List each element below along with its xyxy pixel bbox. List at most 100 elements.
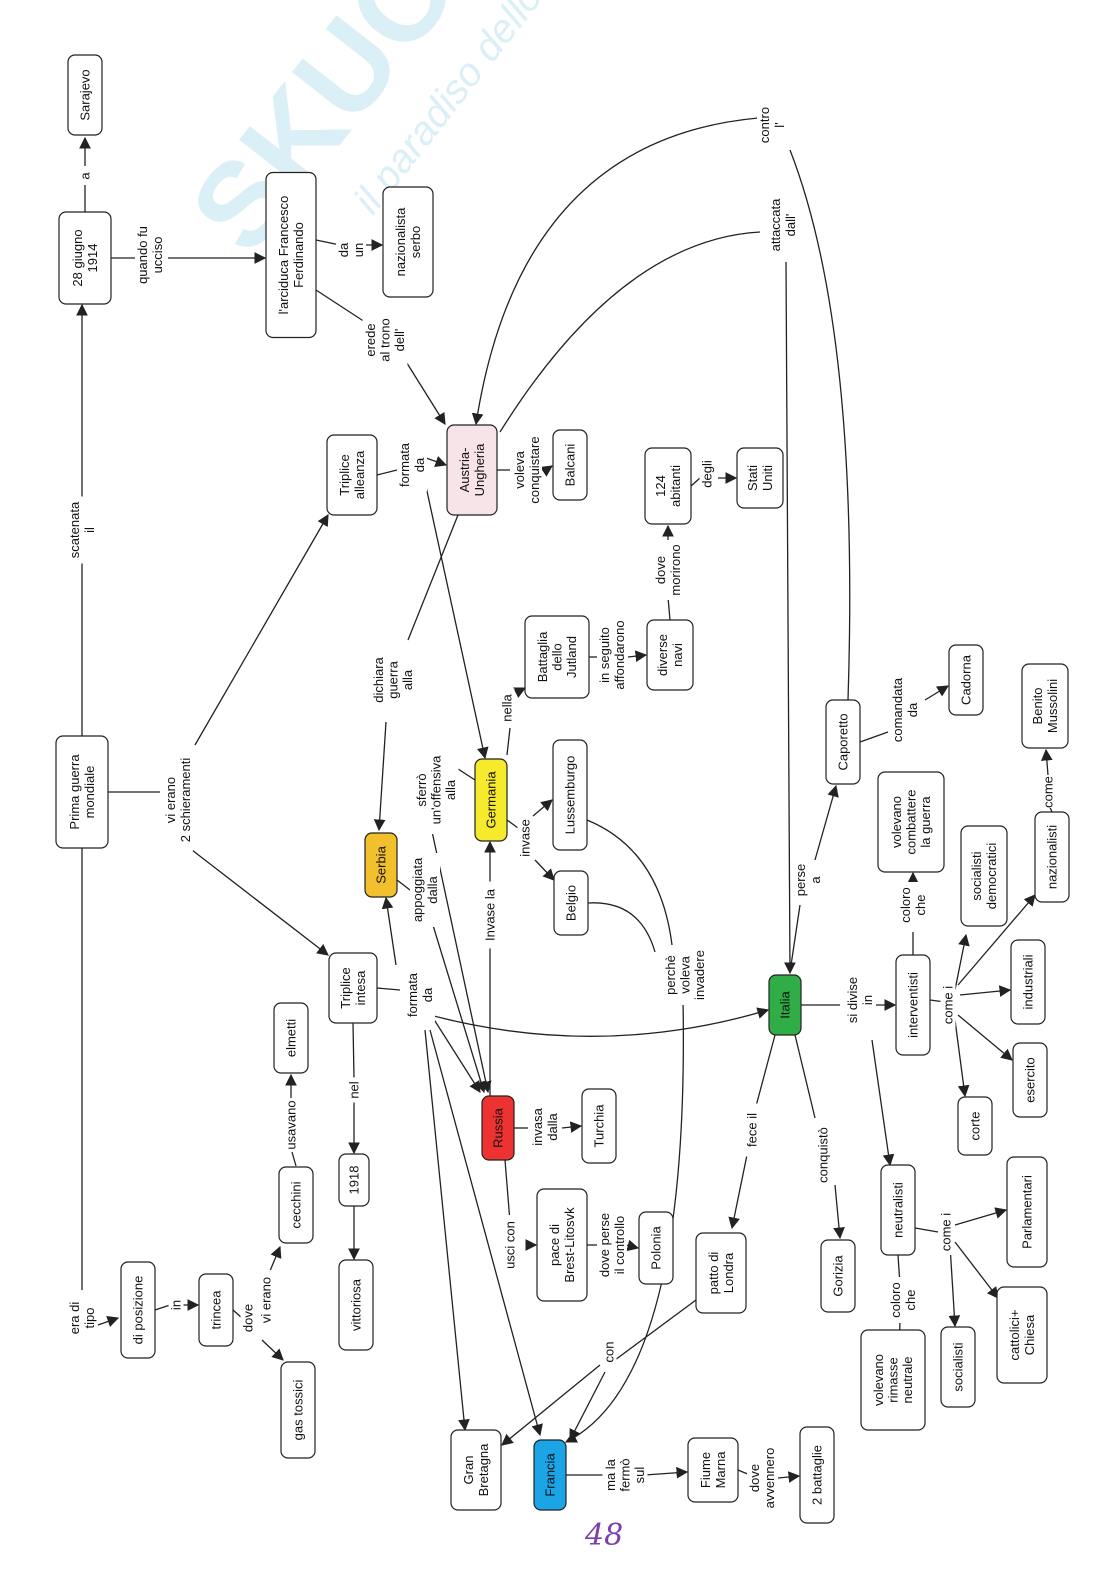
node-box [338,1259,374,1351]
connector-arrow [777,1471,801,1483]
concept-node-cadorna[interactable]: Cadorna [948,644,984,716]
concept-node-di-posizione[interactable]: di posizione [120,1261,156,1359]
concept-node-russia[interactable]: Russia [481,1095,515,1161]
concept-node-serbia[interactable]: Serbia [364,832,398,898]
text-line: conquistare [527,436,542,503]
link-label: conquistò [815,1121,831,1189]
text-line: fermò [618,1458,633,1491]
link-label: con [601,1339,617,1365]
concept-node-italia[interactable]: Italia [768,974,802,1036]
connector-arrow [194,513,329,746]
text-line: invase [518,819,533,857]
text-line: a [78,172,93,180]
concept-node-vittoriosa[interactable]: vittoriosa [338,1259,374,1351]
text-line: dove [747,1464,762,1492]
concept-node-turchia[interactable]: Turchia [581,1088,617,1164]
concept-node-cattolici[interactable]: cattolici+Chiesa [996,1286,1048,1384]
text-line: socialisti [951,1342,966,1391]
connector-arrow [948,1244,961,1328]
connector-arrow [587,902,656,953]
connector-arrow [376,469,398,476]
text-line: gas tossici [291,1380,306,1441]
concept-node-anno1918[interactable]: 1918 [338,1153,370,1207]
text-line: alla [400,669,415,690]
text-line: ucciso [150,237,165,274]
label-background [747,1444,777,1512]
label-background [757,102,787,148]
concept-node-gas[interactable]: gas tossici [280,1361,316,1459]
connector-arrow [504,1159,511,1223]
concept-node-nazionalisti[interactable]: nazionalisti [1034,811,1070,903]
concept-node-parlamentari[interactable]: Parlamentari [1006,1156,1048,1268]
text-line: come i [939,1213,954,1251]
label-background [405,968,435,1022]
node-box [58,211,112,305]
concept-node-sarajevo[interactable]: Sarajevo [67,54,103,136]
label-background [793,860,823,900]
concept-node-neutralisti[interactable]: neutralisti [880,1164,916,1256]
concept-node-interventisti[interactable]: interventisti [895,954,931,1056]
text-line: l' [772,122,787,127]
label-background [163,749,193,851]
connector-arrow [794,1034,816,1119]
text-line: Ferdinando [291,222,306,288]
concept-node-socialisti[interactable]: socialisti [940,1326,976,1408]
text-line: appoggiata [410,857,425,922]
concept-node-esercito[interactable]: esercito [1012,1042,1048,1118]
connector-arrow [784,261,796,975]
node-box [338,1153,370,1207]
text-line: da [905,702,920,717]
text-line: dichiara [371,656,386,702]
concept-node-belgio[interactable]: Belgio [553,870,589,936]
connector-arrow [959,985,1012,997]
concept-node-corte[interactable]: corte [957,1096,993,1156]
connector-arrow [754,1034,776,1111]
node-box [280,1361,316,1459]
concept-node-germania[interactable]: Germania [474,758,508,842]
concept-node-battaglie[interactable]: 2 battaglie [799,1426,835,1524]
text-line: Russia [491,1107,506,1148]
concept-node-lussemburgo[interactable]: Lussemburgo [552,739,588,851]
concept-node-caporetto[interactable]: Caporetto [825,699,861,785]
concept-node-francia[interactable]: Francia [533,1439,567,1511]
node-box [948,644,984,716]
concept-node-cecchini[interactable]: cecchini [278,1166,314,1244]
concept-node-polonia[interactable]: Polonia [638,1211,674,1285]
concept-node-trincea[interactable]: trincea [198,1273,234,1347]
concept-node-gorizia[interactable]: Gorizia [820,1239,856,1313]
text-line: morirono [668,544,683,595]
concept-node-austria[interactable]: Austria-Ungheria [446,424,498,516]
text-line: Lussemburgo [563,756,578,835]
text-line: a [808,876,823,884]
connector-arrow [381,896,397,966]
text-line: abitanti [668,465,683,507]
connector-arrow [667,596,671,621]
concept-node-industriali[interactable]: industriali [1010,939,1046,1025]
text-line: Balcani [563,444,578,487]
concept-node-elmetti[interactable]: elmetti [273,1002,309,1074]
connector-arrow [957,1014,1013,1061]
connector-arrow [954,933,970,991]
concept-node-balcani[interactable]: Balcani [552,429,588,501]
text-line: in [860,995,875,1005]
